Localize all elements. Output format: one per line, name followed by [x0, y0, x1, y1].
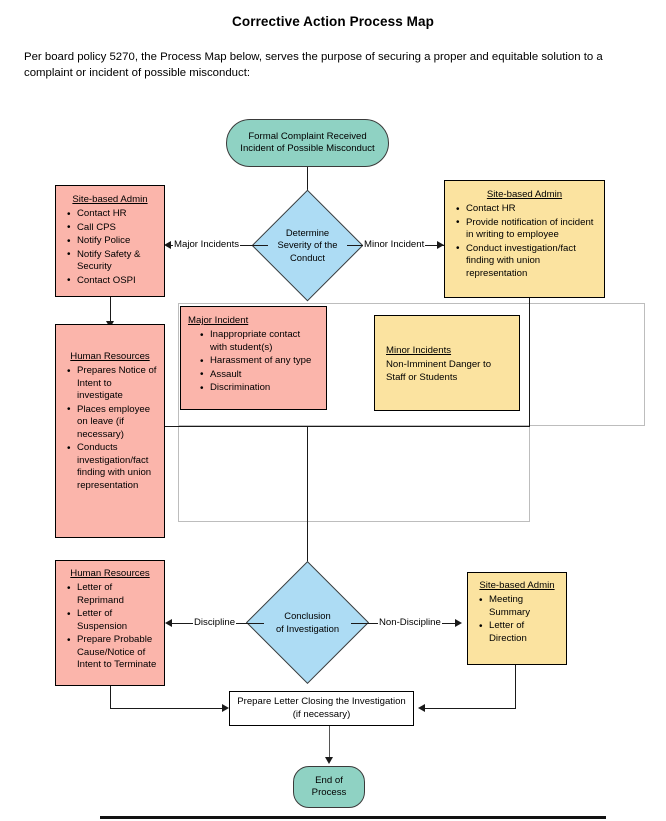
node-start: Formal Complaint Received Incident of Po…: [226, 119, 389, 167]
node-end-line1: End of: [315, 774, 343, 786]
node-site-admin-minor-list: Contact HR Provide notification of incid…: [452, 203, 597, 280]
decoration-rect-upper: [178, 303, 645, 426]
list-item: Contact HR: [456, 203, 597, 217]
node-site-admin-major-title: Site-based Admin: [72, 194, 148, 205]
node-end-line2: Process: [311, 787, 347, 798]
list-item: Prepare Probable Cause/Notice of Intent …: [67, 634, 157, 671]
connector-start-to-severity: [307, 167, 308, 201]
node-end: End of Process: [293, 766, 365, 808]
list-item: Provide notification of incident in writ…: [456, 216, 597, 242]
connector-prepare-to-end: [329, 726, 330, 759]
node-major-incident-list: Inappropriate contact with student(s) Ha…: [188, 329, 319, 396]
node-hr-discipline-list: Letter of Reprimand Letter of Suspension…: [63, 582, 157, 671]
node-start-line2: Incident of Possible Misconduct: [240, 143, 375, 154]
list-item: Letter of Reprimand: [67, 582, 157, 607]
arrowhead-prepare-to-end: [325, 757, 333, 764]
arrowhead-hr-discipline-to-prepare: [222, 704, 229, 712]
connector-site-admin-minor-down: [529, 298, 530, 426]
connector-nondiscipline-left: [424, 708, 516, 709]
node-hr-investigate-title: Human Resources: [70, 351, 150, 362]
node-severity-line3: Conduct: [290, 251, 325, 263]
node-start-line1: Formal Complaint Received: [248, 130, 367, 142]
edge-label-discipline: Discipline: [193, 617, 237, 628]
node-hr-discipline-title: Human Resources: [70, 568, 150, 579]
node-major-incident-legend: Major Incident Inappropriate contact wit…: [180, 306, 327, 410]
connector-to-conclusion-down: [307, 426, 308, 572]
decoration-rect-lower: [178, 426, 530, 522]
node-minor-incident-line2: Staff or Students: [386, 371, 458, 383]
list-item: Contact HR: [67, 208, 157, 222]
list-item: Inappropriate contact with student(s): [200, 329, 319, 354]
page-title: Corrective Action Process Map: [232, 14, 434, 29]
arrowhead-conclusion-to-nondiscipline: [455, 619, 462, 627]
node-severity-line2: Severity of the: [277, 239, 338, 251]
list-item: Notify Safety & Security: [67, 248, 157, 274]
list-item: Discrimination: [200, 382, 319, 396]
node-conclusion-line1: Conclusion: [284, 610, 331, 622]
node-prepare-letter-line2: (if necessary): [292, 708, 351, 720]
node-prepare-letter-line1: Prepare Letter Closing the Investigation: [237, 696, 406, 708]
arrowhead-severity-to-minor: [437, 241, 444, 249]
node-prepare-letter: Prepare Letter Closing the Investigation…: [229, 691, 414, 726]
arrowhead-severity-to-major: [164, 241, 171, 249]
connector-site-admin-major-to-hr: [110, 297, 111, 323]
connector-hr-investigate-right: [165, 426, 530, 427]
node-site-admin-nondiscipline-title: Site-based Admin: [479, 580, 555, 591]
list-item: Contact OSPI: [67, 274, 157, 288]
connector-nondiscipline-down: [515, 665, 516, 708]
node-site-admin-minor-title: Site-based Admin: [486, 189, 563, 200]
list-item: Letter of Suspension: [67, 608, 157, 633]
list-item: Assault: [200, 368, 319, 382]
node-hr-investigate-list: Prepares Notice of Intent to investigate…: [63, 365, 157, 492]
node-severity-decision: Determine Severity of the Conduct: [251, 189, 364, 302]
node-conclusion-line2: of Investigation: [275, 622, 340, 634]
node-human-resources-investigate: Human Resources Prepares Notice of Inten…: [55, 324, 165, 538]
list-item: Call CPS: [67, 221, 157, 235]
list-item: Notify Police: [67, 235, 157, 249]
node-conclusion-decision: Conclusion of Investigation: [245, 560, 370, 685]
node-site-admin-nondiscipline-list: Meeting Summary Letter of Direction: [475, 594, 559, 645]
connector-hr-discipline-right: [110, 708, 225, 709]
edge-label-non-discipline: Non-Discipline: [378, 617, 442, 628]
list-item: Letter of Direction: [479, 620, 559, 645]
connector-hr-discipline-down: [110, 686, 111, 708]
node-human-resources-discipline: Human Resources Letter of Reprimand Lett…: [55, 560, 165, 686]
footer-rule: [100, 816, 606, 819]
node-minor-incident-title: Minor Incidents: [386, 345, 452, 356]
node-severity-line1: Determine: [285, 227, 330, 239]
node-minor-incident-legend: Minor Incidents Non-Imminent Danger to S…: [374, 315, 520, 411]
node-major-incident-title: Major Incident: [188, 315, 249, 326]
list-item: Conduct investigation/fact finding with …: [456, 242, 597, 280]
edge-label-major-incidents: Major Incidents: [173, 239, 241, 250]
node-site-admin-major-list: Contact HR Call CPS Notify Police Notify…: [63, 208, 157, 288]
arrowhead-nondiscipline-to-prepare: [418, 704, 425, 712]
node-site-admin-minor: Site-based Admin Contact HR Provide noti…: [444, 180, 605, 298]
list-item: Places employee on leave (if necessary): [67, 403, 157, 441]
node-site-admin-major: Site-based Admin Contact HR Call CPS Not…: [55, 185, 165, 297]
node-minor-incident-line1: Non-Imminent Danger to: [386, 359, 492, 371]
list-item: Prepares Notice of Intent to investigate: [67, 365, 157, 402]
list-item: Harassment of any type: [200, 355, 319, 369]
list-item: Conducts investigation/fact finding with…: [67, 442, 157, 492]
edge-label-minor-incident: Minor Incident: [363, 239, 426, 250]
arrowhead-conclusion-to-discipline: [165, 619, 172, 627]
list-item: Meeting Summary: [479, 594, 559, 619]
intro-paragraph: Per board policy 5270, the Process Map b…: [24, 51, 603, 80]
node-site-admin-nondiscipline: Site-based Admin Meeting Summary Letter …: [467, 572, 567, 665]
